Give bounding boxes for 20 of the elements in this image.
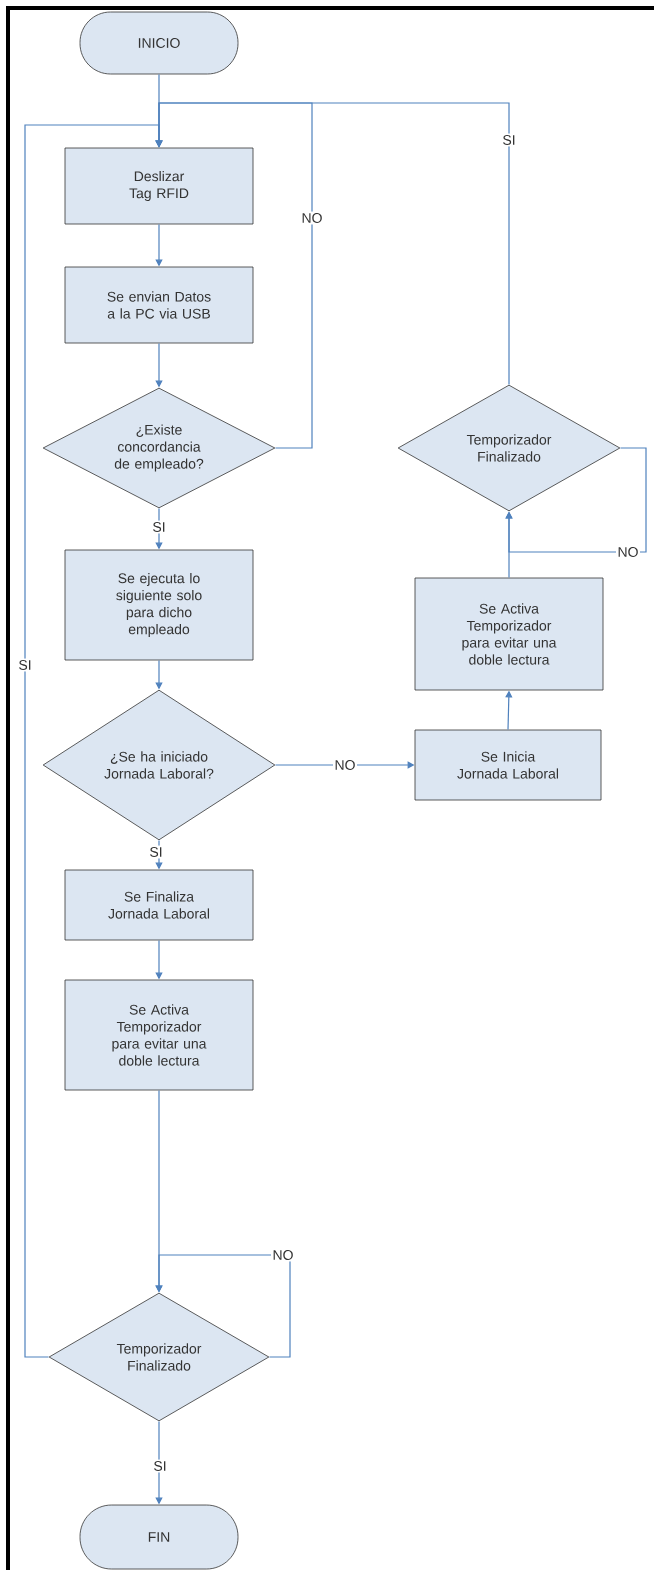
edge-label: SI [151,1459,169,1473]
process-box: Deslizar Tag RFID [64,147,254,225]
arrow [155,102,510,386]
edge-label: NO [300,211,324,225]
edge-label: NO [271,1248,295,1262]
edge-label: NO [616,545,640,559]
arrow [505,447,647,553]
arrow [155,1254,291,1358]
edge-label: NO [333,758,357,772]
process-box: Se Activa Temporizador para evitar una doble lectura [414,577,604,691]
edge-label: SI [500,133,518,147]
process-box: Se Finaliza Jornada Laboral [64,869,254,941]
process-box: Se Activa Temporizador para evitar una doble lectura [64,979,254,1091]
process-box: Se Inicia Jornada Laboral [414,729,602,801]
edge-label: SI [147,845,165,859]
process-box: Se envian Datos a la PC via USB [64,266,254,344]
edge-label: SI [16,658,34,672]
edge-label: SI [150,520,168,534]
arrow [24,124,163,1358]
process-box: Se ejecuta lo siguiente solo para dicho empleado [64,549,254,661]
